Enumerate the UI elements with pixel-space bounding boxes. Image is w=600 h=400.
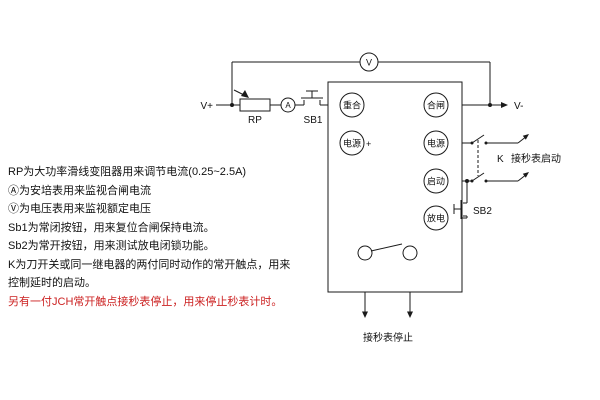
notes-block: RP为大功率滑线变阻器用来调节电流(0.25~2.5A) Ⓐ为安培表用来监视合闸…	[8, 163, 328, 311]
note-line-k1: K为刀开关或同一继电器的两付同时动作的常开触点，用来	[8, 258, 291, 271]
power-left-polarity: +	[366, 139, 371, 149]
voltmeter-icon: V	[359, 52, 379, 72]
note-line-k2: 控制延时的启动。	[8, 277, 96, 289]
note-line-sb1: Sb1为常闭按钮，用来复位合闸保持电流。	[8, 221, 215, 234]
rheostat-icon: RP	[233, 89, 271, 126]
v-plus-label: V+	[200, 101, 213, 112]
svg-text:合闸: 合闸	[427, 100, 445, 111]
no-button-icon: SB2	[453, 200, 492, 219]
terminal-close: 合闸	[423, 92, 449, 118]
svg-text:电源: 电源	[427, 138, 445, 149]
ammeter-letter: A	[285, 101, 291, 110]
jch-contact-icon: 接秒表停止	[357, 243, 418, 344]
terminal-reclose: 重合	[339, 92, 365, 118]
ammeter-icon: A	[280, 97, 296, 113]
terminal-power-left: 电源 +	[339, 130, 371, 156]
terminal-power-right: 电源	[423, 130, 449, 156]
note-line-ammeter: Ⓐ为安培表用来监视合闸电流	[8, 184, 151, 197]
svg-text:重合: 重合	[343, 100, 361, 111]
nc-button-label: SB1	[304, 115, 323, 126]
voltmeter-letter: V	[366, 58, 372, 68]
knife-switch-icon: K 接秒表启动	[471, 134, 561, 182]
stopwatch-stop-label: 接秒表停止	[363, 331, 413, 344]
note-line-sb2: Sb2为常开按钮，用来测试放电闭锁功能。	[8, 240, 215, 252]
supply-labels: V+ V-	[200, 101, 523, 112]
junction-dots	[230, 103, 492, 183]
terminal-start: 启动	[423, 168, 449, 194]
v-minus-label: V-	[514, 101, 523, 112]
no-button-label: SB2	[473, 206, 492, 217]
note-line-rp: RP为大功率滑线变阻器用来调节电流(0.25~2.5A)	[8, 166, 247, 178]
terminal-discharge: 放电	[423, 205, 449, 231]
note-line-jch: 另有一付JCH常开触点接秒表停止，用来停止秒表计时。	[8, 295, 283, 308]
svg-text:电源: 电源	[343, 138, 361, 149]
svg-text:启动: 启动	[427, 176, 445, 187]
stopwatch-start-label: 接秒表启动	[511, 152, 561, 165]
rheostat-label: RP	[248, 115, 262, 126]
note-line-voltmeter: Ⓥ为电压表用来监视额定电压	[8, 203, 151, 215]
svg-text:放电: 放电	[427, 213, 445, 224]
knife-switch-label: K	[497, 154, 504, 165]
nc-button-icon: SB1	[301, 90, 323, 126]
